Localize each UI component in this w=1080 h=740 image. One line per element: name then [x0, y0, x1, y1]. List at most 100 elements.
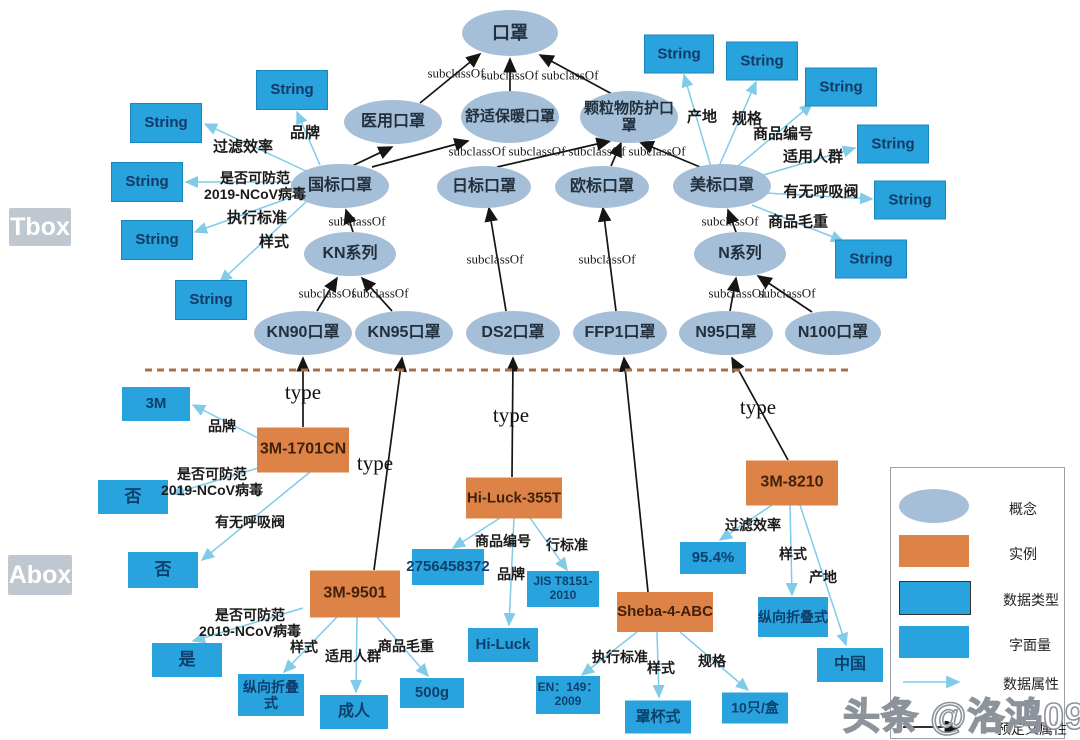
- property-exec-standard: 执行标准: [592, 648, 648, 665]
- literal-no: 否: [98, 480, 168, 514]
- literal-efficiency: 95.4%: [680, 542, 746, 574]
- literal-10-per-box: 10只/盒: [722, 692, 788, 724]
- property-style: 样式: [258, 233, 290, 251]
- property-filter-efficiency: 过滤效率: [725, 516, 781, 533]
- subclassof-label: subclassOf: [628, 143, 686, 159]
- concept-ds2-mask: DS2口罩: [466, 311, 560, 355]
- subclassof-label: subclassOf: [351, 285, 409, 301]
- property-style: 样式: [647, 659, 675, 676]
- abox-section-label: Abox: [8, 555, 72, 595]
- property-style: 样式: [290, 638, 318, 655]
- subclassof-label: subclassOf: [508, 143, 566, 159]
- datatype-string: String: [805, 67, 877, 107]
- property-style: 样式: [779, 545, 807, 562]
- datatype-string: String: [644, 34, 714, 74]
- concept-us-mask: 美标口罩: [673, 164, 771, 208]
- datatype-string: String: [857, 124, 929, 164]
- instance-3m-1701cn: 3M-1701CN: [257, 427, 349, 473]
- concept-ffp1-mask: FFP1口罩: [573, 311, 667, 355]
- property-valve: 有无呼吸阀: [783, 183, 859, 201]
- property-item-number: 商品编号: [475, 532, 531, 549]
- instance-sheba-4-abc: Sheba-4-ABC: [617, 592, 713, 632]
- property-gross-weight: 商品毛重: [378, 637, 434, 654]
- datatype-string: String: [175, 280, 247, 320]
- concept-mask: 口罩: [462, 10, 558, 56]
- property-ncov-line1: 是否可防范: [176, 465, 247, 482]
- instance-3m-9501: 3M-9501: [310, 570, 400, 618]
- literal-yes: 是: [152, 643, 222, 677]
- subclassof-label: subclassOf: [708, 285, 766, 301]
- property-standard-short: 行标准: [546, 536, 588, 553]
- subclassof-label: subclassOf: [701, 213, 759, 229]
- property-spec: 规格: [698, 652, 726, 669]
- type-label: type: [739, 394, 777, 419]
- property-origin: 产地: [809, 568, 837, 585]
- concept-kn95-mask: KN95口罩: [355, 311, 453, 355]
- literal-fold-style: 纵向折叠式: [758, 597, 828, 637]
- datatype-string: String: [726, 41, 798, 81]
- subclassof-label: subclassOf: [481, 67, 539, 83]
- subclassof-label: subclassOf: [427, 65, 485, 81]
- literal-jis-standard: JIS T8151-2010: [527, 571, 599, 607]
- instance-hi-luck-355t: Hi-Luck-355T: [466, 477, 562, 519]
- literal-no: 否: [128, 552, 198, 588]
- literal-3m: 3M: [122, 387, 190, 421]
- concept-comfort-warm-mask: 舒适保暖口罩: [461, 91, 559, 143]
- tbox-section-label: Tbox: [9, 208, 71, 246]
- subclassof-label: subclassOf: [758, 285, 816, 301]
- legend-literal-label: 字面量: [1009, 637, 1051, 653]
- concept-particulate-mask: 颗粒物防护口罩: [580, 91, 678, 143]
- datatype-string: String: [130, 103, 202, 143]
- subclassof-label: subclassOf: [541, 67, 599, 83]
- type-label: type: [284, 379, 322, 404]
- property-item-number: 商品编号: [752, 125, 814, 143]
- property-exec-standard: 执行标准: [226, 209, 288, 227]
- legend-predefined-property-label: 预定义属性: [997, 721, 1067, 737]
- legend-literal-swatch: [899, 626, 969, 658]
- literal-500g: 500g: [400, 678, 464, 708]
- property-ncov-line2: 2019-NCoV病毒: [161, 482, 263, 498]
- property-ncov-line2: 2019-NCoV病毒: [204, 186, 306, 202]
- concept-n-series: N系列: [694, 232, 786, 276]
- subclassof-label: subclassOf: [298, 285, 356, 301]
- property-filter-efficiency: 过滤效率: [212, 138, 274, 156]
- datatype-string: String: [835, 239, 907, 279]
- property-ncov-protection: 是否可防范 2019-NCoV病毒: [199, 607, 301, 639]
- concept-jp-mask: 日标口罩: [437, 166, 531, 208]
- literal-hi-luck: Hi-Luck: [468, 628, 538, 662]
- property-target-users: 适用人群: [325, 647, 381, 664]
- concept-kn90-mask: KN90口罩: [254, 311, 352, 355]
- subclassof-label: subclassOf: [328, 213, 386, 229]
- literal-item-number: 2756458372: [406, 549, 490, 585]
- property-brand: 品牌: [497, 565, 525, 582]
- literal-adult: 成人: [320, 695, 388, 729]
- property-brand: 品牌: [208, 417, 236, 434]
- property-target-users: 适用人群: [782, 148, 844, 166]
- concept-medical-mask: 医用口罩: [344, 100, 442, 144]
- property-ncov-line1: 是否可防范: [214, 606, 285, 623]
- property-origin: 产地: [686, 108, 718, 126]
- subclassof-label: subclassOf: [568, 143, 626, 159]
- instance-3m-8210: 3M-8210: [746, 460, 838, 506]
- datatype-string: String: [874, 180, 946, 220]
- legend-datatype-swatch: [899, 581, 971, 615]
- literal-en149-standard: EN：149：2009: [536, 676, 600, 714]
- literal-china: 中国: [817, 648, 883, 682]
- datatype-string: String: [111, 162, 183, 202]
- legend-instance-swatch: [899, 535, 969, 567]
- property-ncov-protection: 是否可防范 2019-NCoV病毒: [161, 466, 263, 498]
- legend-data-property-label: 数据属性: [1003, 676, 1059, 692]
- subclassof-label: subclassOf: [448, 143, 506, 159]
- literal-cup-style: 罩杯式: [625, 700, 691, 734]
- datatype-string: String: [256, 70, 328, 110]
- legend-instance-label: 实例: [1009, 546, 1037, 562]
- legend-concept-swatch: [899, 489, 969, 523]
- legend-panel: 概念 实例 数据类型 字面量 数据属性 预定义属性: [890, 467, 1067, 739]
- property-spec: 规格: [731, 110, 763, 128]
- type-edges: [296, 356, 789, 593]
- concept-eu-mask: 欧标口罩: [555, 166, 649, 208]
- property-ncov-line2: 2019-NCoV病毒: [199, 623, 301, 639]
- concept-n100-mask: N100口罩: [785, 311, 881, 355]
- subclassof-label: subclassOf: [466, 251, 524, 267]
